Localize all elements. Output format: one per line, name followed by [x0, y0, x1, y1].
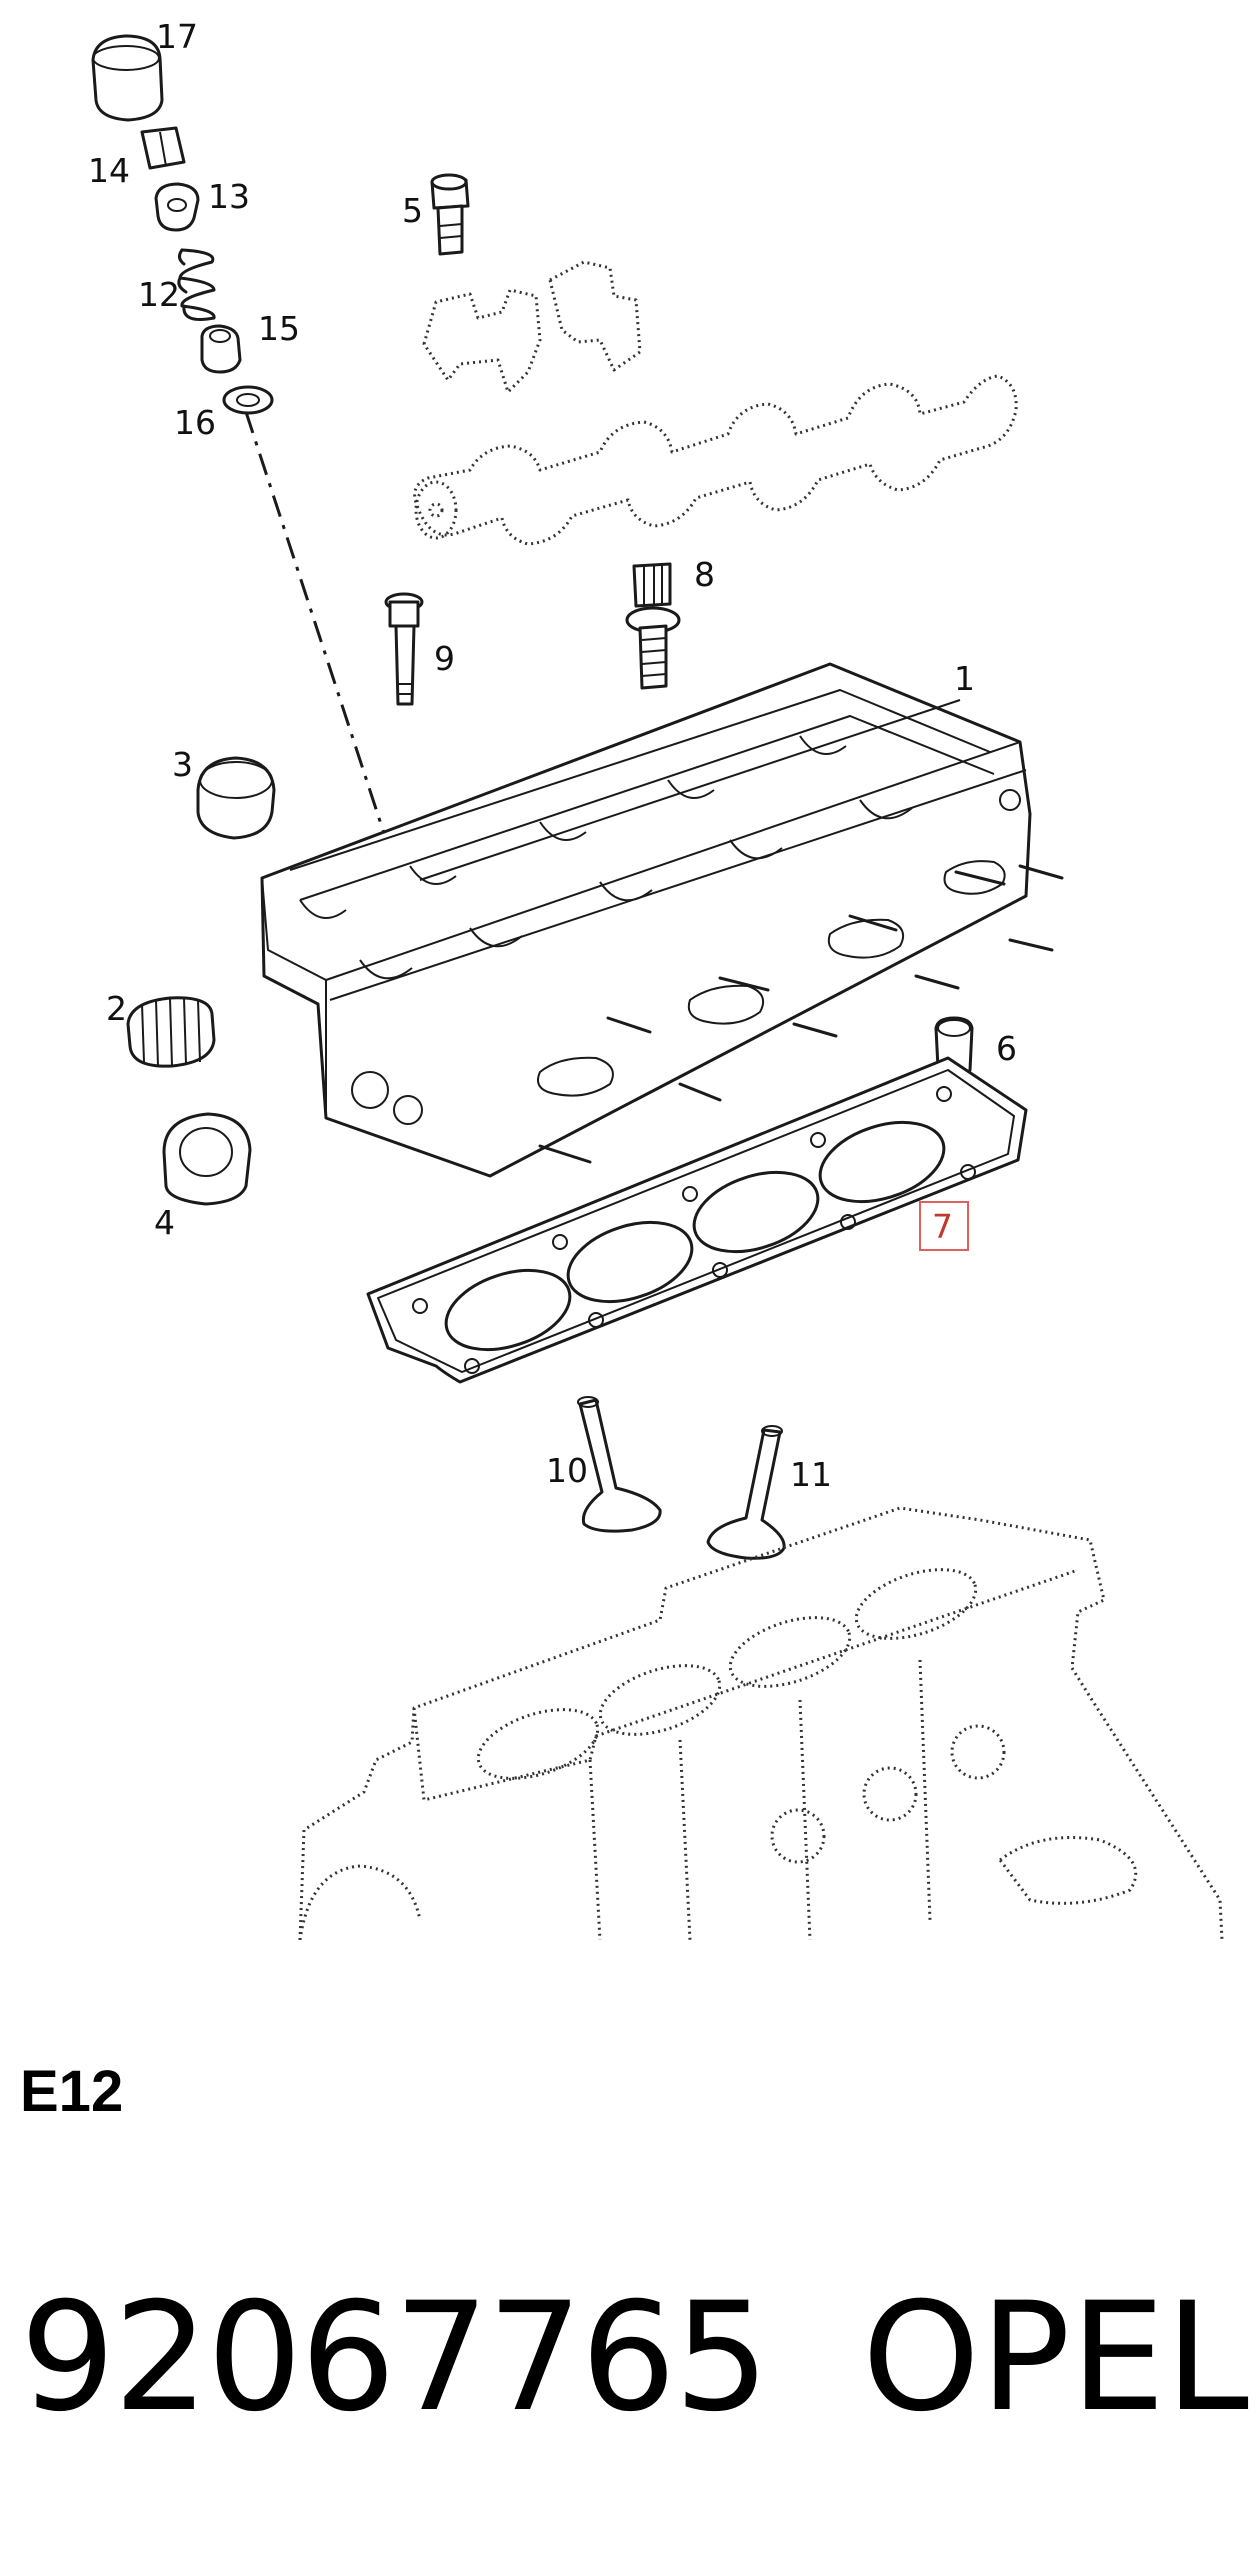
part-3-plug	[196, 756, 276, 840]
part-9-head-bolt	[384, 592, 424, 706]
part-11-exhaust-valve	[706, 1425, 786, 1560]
callout-15: 15	[258, 309, 300, 348]
callout-17: 17	[156, 17, 198, 56]
part-12-spring	[177, 248, 216, 321]
part-13-retainer	[154, 182, 200, 232]
part-15-stem-seal	[200, 324, 242, 374]
bearing-caps	[422, 260, 642, 394]
part-2-sleeve	[126, 996, 216, 1068]
callout-7: 7	[932, 1207, 953, 1246]
part-5-bolt	[430, 173, 470, 256]
camshaft	[413, 374, 1018, 546]
callout-16: 16	[174, 403, 216, 442]
part-10-inlet-valve	[577, 1396, 662, 1533]
callout-1: 1	[954, 659, 975, 698]
callout-12: 12	[138, 275, 180, 314]
callout-3: 3	[172, 745, 193, 784]
part-14-keepers	[140, 126, 186, 170]
callout-6: 6	[996, 1029, 1017, 1068]
callout-8: 8	[694, 555, 715, 594]
part-1-cylinder-head	[260, 662, 1064, 1178]
part-8-sensor	[625, 562, 681, 690]
callout-13: 13	[208, 177, 250, 216]
brand-name: OPEL	[862, 2271, 1249, 2445]
callout-9: 9	[434, 639, 455, 678]
part-number: 92067765	[20, 2271, 769, 2445]
assembly-centerline	[244, 411, 398, 871]
callout-11: 11	[790, 1455, 832, 1494]
engine-block	[298, 1506, 1224, 1940]
part-4-seal	[162, 1112, 252, 1206]
callout-7-highlight-box	[919, 1201, 969, 1251]
exploded-parts-diagram: 1 2 3 4 5 6 7 8 9 10 11 12 13 14 15 16 1…	[88, 17, 1224, 1940]
callout-4: 4	[154, 1203, 175, 1242]
callout-2: 2	[106, 989, 127, 1028]
part-7-head-gasket	[366, 1056, 1028, 1384]
callout-10: 10	[546, 1451, 588, 1490]
callout-5: 5	[402, 191, 423, 230]
part-16-washer	[222, 385, 274, 415]
part-17-tappet	[91, 34, 164, 122]
callout-14: 14	[88, 151, 130, 190]
page-code: E12	[20, 2059, 124, 2124]
